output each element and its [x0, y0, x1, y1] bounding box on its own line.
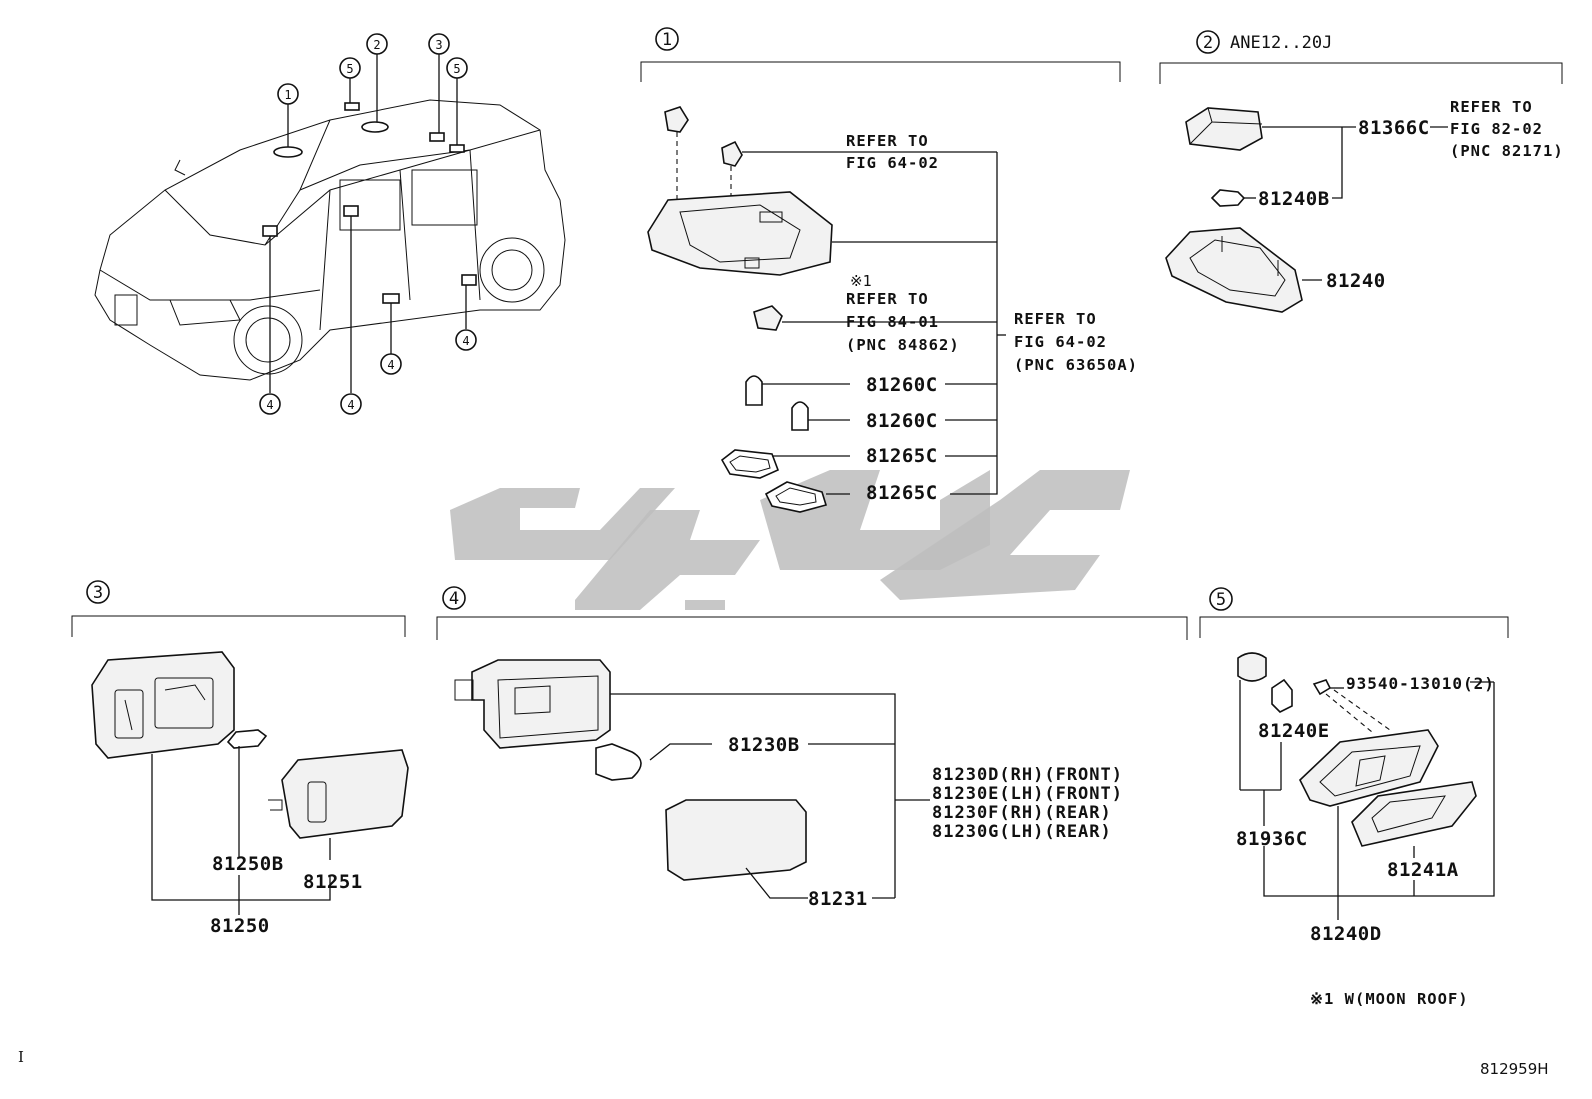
bolt-label: 93540-13010(2) [1346, 674, 1495, 693]
part-label: 81260C [866, 410, 938, 432]
corner-mark: I [18, 1048, 24, 1066]
callout-4-a: 4 [259, 393, 281, 415]
vehicle-illustration: 1 2 3 5 5 4 4 4 4 [94, 33, 566, 415]
callout-label: 5 [346, 62, 353, 76]
callout-4-b: 4 [340, 393, 362, 415]
figure-code: 812959H [1480, 1060, 1549, 1078]
ref-c-line2: FIG 64-02 [1014, 333, 1107, 351]
part-label: 81240 [1326, 270, 1386, 292]
part-label: 81250 [210, 915, 270, 937]
part-label: 81936C [1236, 828, 1308, 850]
footnote: ※1 W(MOON ROOF) [1310, 990, 1469, 1008]
callout-label: 4 [347, 398, 354, 412]
callout-2-top: 2 [366, 33, 388, 55]
ref-line2: FIG 82-02 [1450, 120, 1543, 138]
callout-4-d: 4 [455, 329, 477, 351]
section-number: 5 [1216, 590, 1226, 610]
ref-line3: (PNC 82171) [1450, 142, 1564, 160]
callout-label: 4 [387, 358, 394, 372]
callout-label: 4 [462, 334, 469, 348]
moon-roof-mark: ※1 [850, 272, 872, 290]
part-label: 81241A [1387, 859, 1459, 881]
part-label: 81240E [1258, 720, 1330, 742]
part-label: 81251 [303, 871, 363, 893]
section-1: 1 REFER TO [640, 27, 1138, 513]
ref-b-line1: REFER TO [846, 290, 929, 308]
section-number: 3 [93, 583, 103, 603]
part-label: 81260C [866, 374, 938, 396]
section-5: 5 93540-13010(2) 81240E 81936C 81241A 8 [1199, 587, 1509, 945]
callout-label: 3 [435, 38, 442, 52]
ref-b-line3: (PNC 84862) [846, 336, 960, 354]
ref-a-line2: FIG 64-02 [846, 154, 939, 172]
part-label: 81265C [866, 482, 938, 504]
variant-label: 81230E(LH)(FRONT) [932, 784, 1123, 804]
ref-c-line1: REFER TO [1014, 310, 1097, 328]
ref-a-line1: REFER TO [846, 132, 929, 150]
section-2: 2 ANE12..20J REFER TO FIG 82-02 (PNC 821… [1159, 30, 1564, 313]
variant-label: 81230F(RH)(REAR) [932, 803, 1112, 823]
callout-label: 2 [373, 38, 380, 52]
callout-label: 5 [453, 62, 460, 76]
section-number: 4 [449, 589, 459, 609]
part-label: 81240B [1258, 188, 1330, 210]
ref-c-line3: (PNC 63650A) [1014, 356, 1138, 374]
section-number: 1 [662, 30, 672, 50]
part-label: 81250B [212, 853, 284, 875]
section-2-label: ANE12..20J [1230, 33, 1332, 53]
callout-3-top: 3 [428, 33, 450, 55]
part-label: 81366C [1358, 117, 1430, 139]
callout-label: 4 [266, 398, 273, 412]
variant-label: 81230D(RH)(FRONT) [932, 765, 1123, 785]
callout-5-right: 5 [446, 57, 468, 79]
callout-4-c: 4 [380, 353, 402, 375]
part-label: 81265C [866, 445, 938, 467]
ref-b-line2: FIG 84-01 [846, 313, 939, 331]
callout-1-top: 1 [277, 83, 299, 105]
callout-5-left: 5 [339, 57, 361, 79]
part-label: 81230B [728, 734, 800, 756]
part-label: 81240D [1310, 923, 1382, 945]
variant-label: 81230G(LH)(REAR) [932, 822, 1112, 842]
section-4: 4 81230B 81231 81230D(RH)(FRONT) 81230E(… [436, 586, 1188, 910]
callout-label: 1 [284, 88, 291, 102]
part-label: 81231 [808, 888, 868, 910]
ref-line1: REFER TO [1450, 98, 1533, 116]
section-number: 2 [1203, 33, 1213, 53]
section-3: 3 81250B 81251 81250 [71, 580, 409, 937]
